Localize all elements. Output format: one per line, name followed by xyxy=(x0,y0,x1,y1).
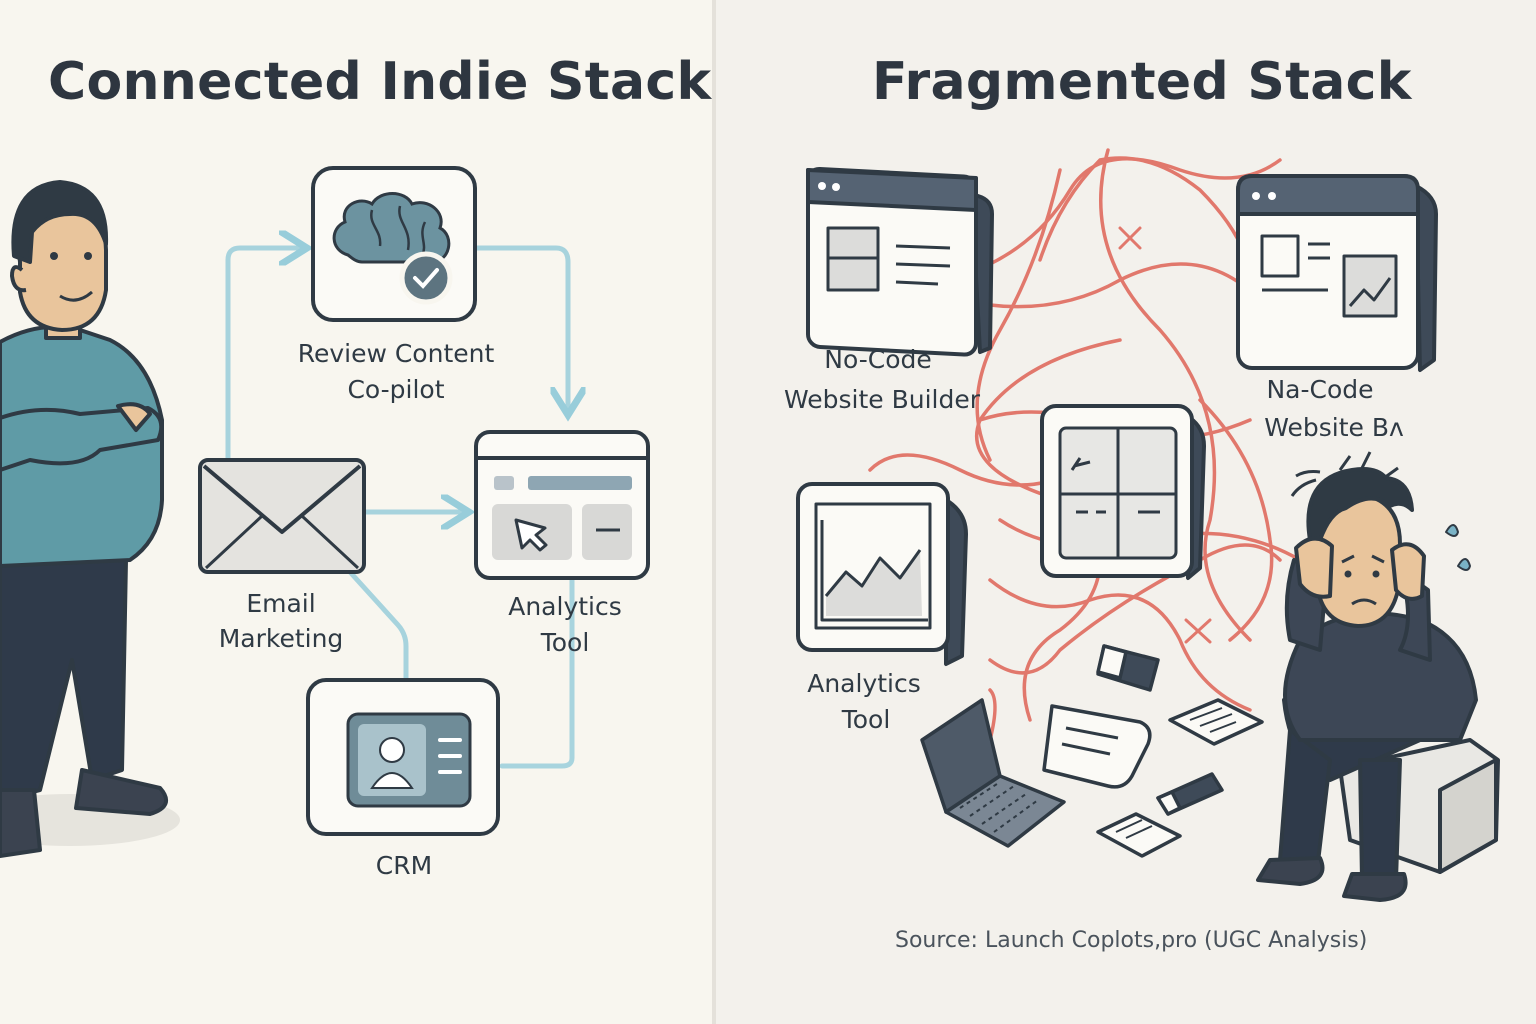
builder2-label-line1: Na-Code xyxy=(1266,375,1373,404)
source-caption: Source: Launch Coplots,pro (UGC Analysis… xyxy=(895,928,1368,953)
paper-note-icon-2 xyxy=(1096,812,1182,858)
scattered-devices xyxy=(920,644,1264,858)
copilot-label-line1: Review Content xyxy=(298,339,495,368)
paper-note-icon xyxy=(1168,698,1264,746)
builder2-label-line2: Website Bʌ xyxy=(1264,413,1404,442)
brain-check-icon xyxy=(332,192,453,305)
document-card-icon xyxy=(1042,704,1152,789)
connector-copilot-to-analytics xyxy=(473,245,568,408)
envelope-icon xyxy=(198,458,366,574)
crm-node xyxy=(306,678,500,836)
panel-divider xyxy=(712,0,716,1024)
analytics-label-line2: Tool xyxy=(540,628,590,657)
usb-drive-icon-2 xyxy=(1156,772,1224,816)
copilot-label-line2: Co-pilot xyxy=(347,375,444,404)
connected-stack-title: Connected Indie Stack xyxy=(48,52,712,112)
connector-analytics-to-crm xyxy=(499,577,575,769)
website-builder-window-1 xyxy=(806,166,994,357)
analytics-monitor xyxy=(796,482,968,666)
website-builder-window-2 xyxy=(1236,174,1438,372)
stressed-person xyxy=(1256,451,1500,902)
connector-lines xyxy=(225,245,575,769)
laptop-icon xyxy=(920,698,1066,848)
analytics-right-label-line1: Analytics xyxy=(807,669,921,698)
usb-drive-icon xyxy=(1096,644,1160,692)
fragmented-stack-title: Fragmented Stack xyxy=(872,52,1412,112)
builder1-label-line2: Website Builder xyxy=(784,385,981,414)
connector-email-to-copilot xyxy=(225,248,300,463)
email-label-line1: Email xyxy=(246,589,315,618)
analytics-right-label-line2: Tool xyxy=(841,705,891,734)
email-label-line2: Marketing xyxy=(219,624,344,653)
dashboard-cursor-icon xyxy=(474,430,650,580)
analytics-label-line1: Analytics xyxy=(508,592,622,621)
builder1-label-line1: No-Code xyxy=(824,345,931,374)
analytics-node xyxy=(474,430,650,580)
email-node xyxy=(198,458,366,574)
connector-email-to-crm xyxy=(347,569,409,693)
copilot-node xyxy=(311,166,477,322)
crm-label: CRM xyxy=(376,851,432,880)
split-screen-device xyxy=(1040,404,1206,580)
contact-card-icon xyxy=(346,712,472,808)
confident-person xyxy=(0,180,180,858)
